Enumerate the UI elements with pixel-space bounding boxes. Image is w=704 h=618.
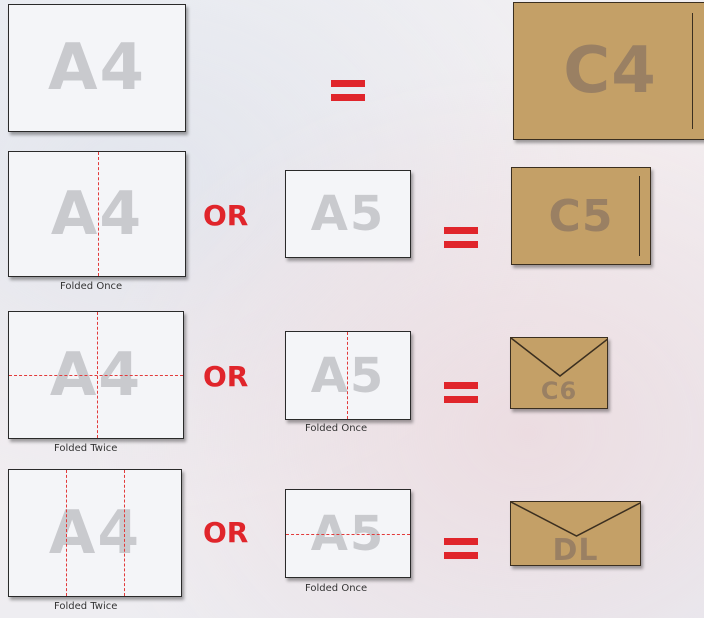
- sheet-label: A4: [48, 498, 142, 568]
- or-label: OR: [203, 199, 249, 232]
- a5-sheet-folded-once: A5: [285, 331, 411, 420]
- a4-sheet-folded-twice: A4: [8, 311, 184, 439]
- or-label: OR: [203, 360, 249, 393]
- sheet-label: A5: [310, 186, 386, 242]
- a5-sheet: A5: [285, 170, 411, 258]
- envelope-flap-icon: [511, 338, 607, 377]
- equals-icon: [444, 538, 478, 566]
- sheet-caption: Folded Twice: [54, 601, 118, 612]
- envelope-label: C6: [540, 377, 578, 405]
- dl-envelope: DL: [510, 501, 641, 566]
- equals-icon: [444, 382, 478, 410]
- fold-line-horizontal: [286, 534, 410, 535]
- c6-envelope: C6: [510, 337, 608, 409]
- fold-line-vertical: [124, 470, 125, 596]
- fold-line-vertical: [347, 332, 348, 419]
- envelope-label: C5: [548, 190, 614, 242]
- envelope-flap-icon: [511, 502, 640, 537]
- envelope-side-flap: [639, 176, 650, 256]
- a5-sheet-folded-once: A5: [285, 489, 411, 578]
- fold-line-vertical: [98, 152, 99, 276]
- small-sheet-caption: Folded Once: [305, 583, 368, 594]
- sheet-label: A5: [310, 505, 386, 562]
- sheet-label: A5: [310, 347, 386, 404]
- fold-line-vertical: [66, 470, 67, 596]
- or-label: OR: [203, 516, 249, 549]
- sheet-caption: Folded Twice: [54, 443, 118, 454]
- sheet-caption: Folded Once: [60, 281, 123, 292]
- small-sheet-caption: Folded Once: [305, 423, 368, 434]
- a4-sheet-folded-once: A4: [8, 151, 186, 277]
- envelope-side-flap: [692, 13, 704, 129]
- envelope-label: DL: [552, 533, 599, 566]
- c4-envelope: C4: [513, 2, 704, 140]
- equals-icon: [444, 227, 478, 255]
- sheet-label: A4: [50, 179, 144, 249]
- a4-sheet-unfolded: A4: [8, 4, 186, 132]
- sheet-label: A4: [47, 31, 147, 105]
- equals-icon: [331, 80, 365, 108]
- envelope-label: C4: [563, 34, 657, 108]
- fold-line-horizontal: [9, 375, 183, 376]
- a4-sheet-folded-twice: A4: [8, 469, 182, 597]
- c5-envelope: C5: [511, 167, 651, 265]
